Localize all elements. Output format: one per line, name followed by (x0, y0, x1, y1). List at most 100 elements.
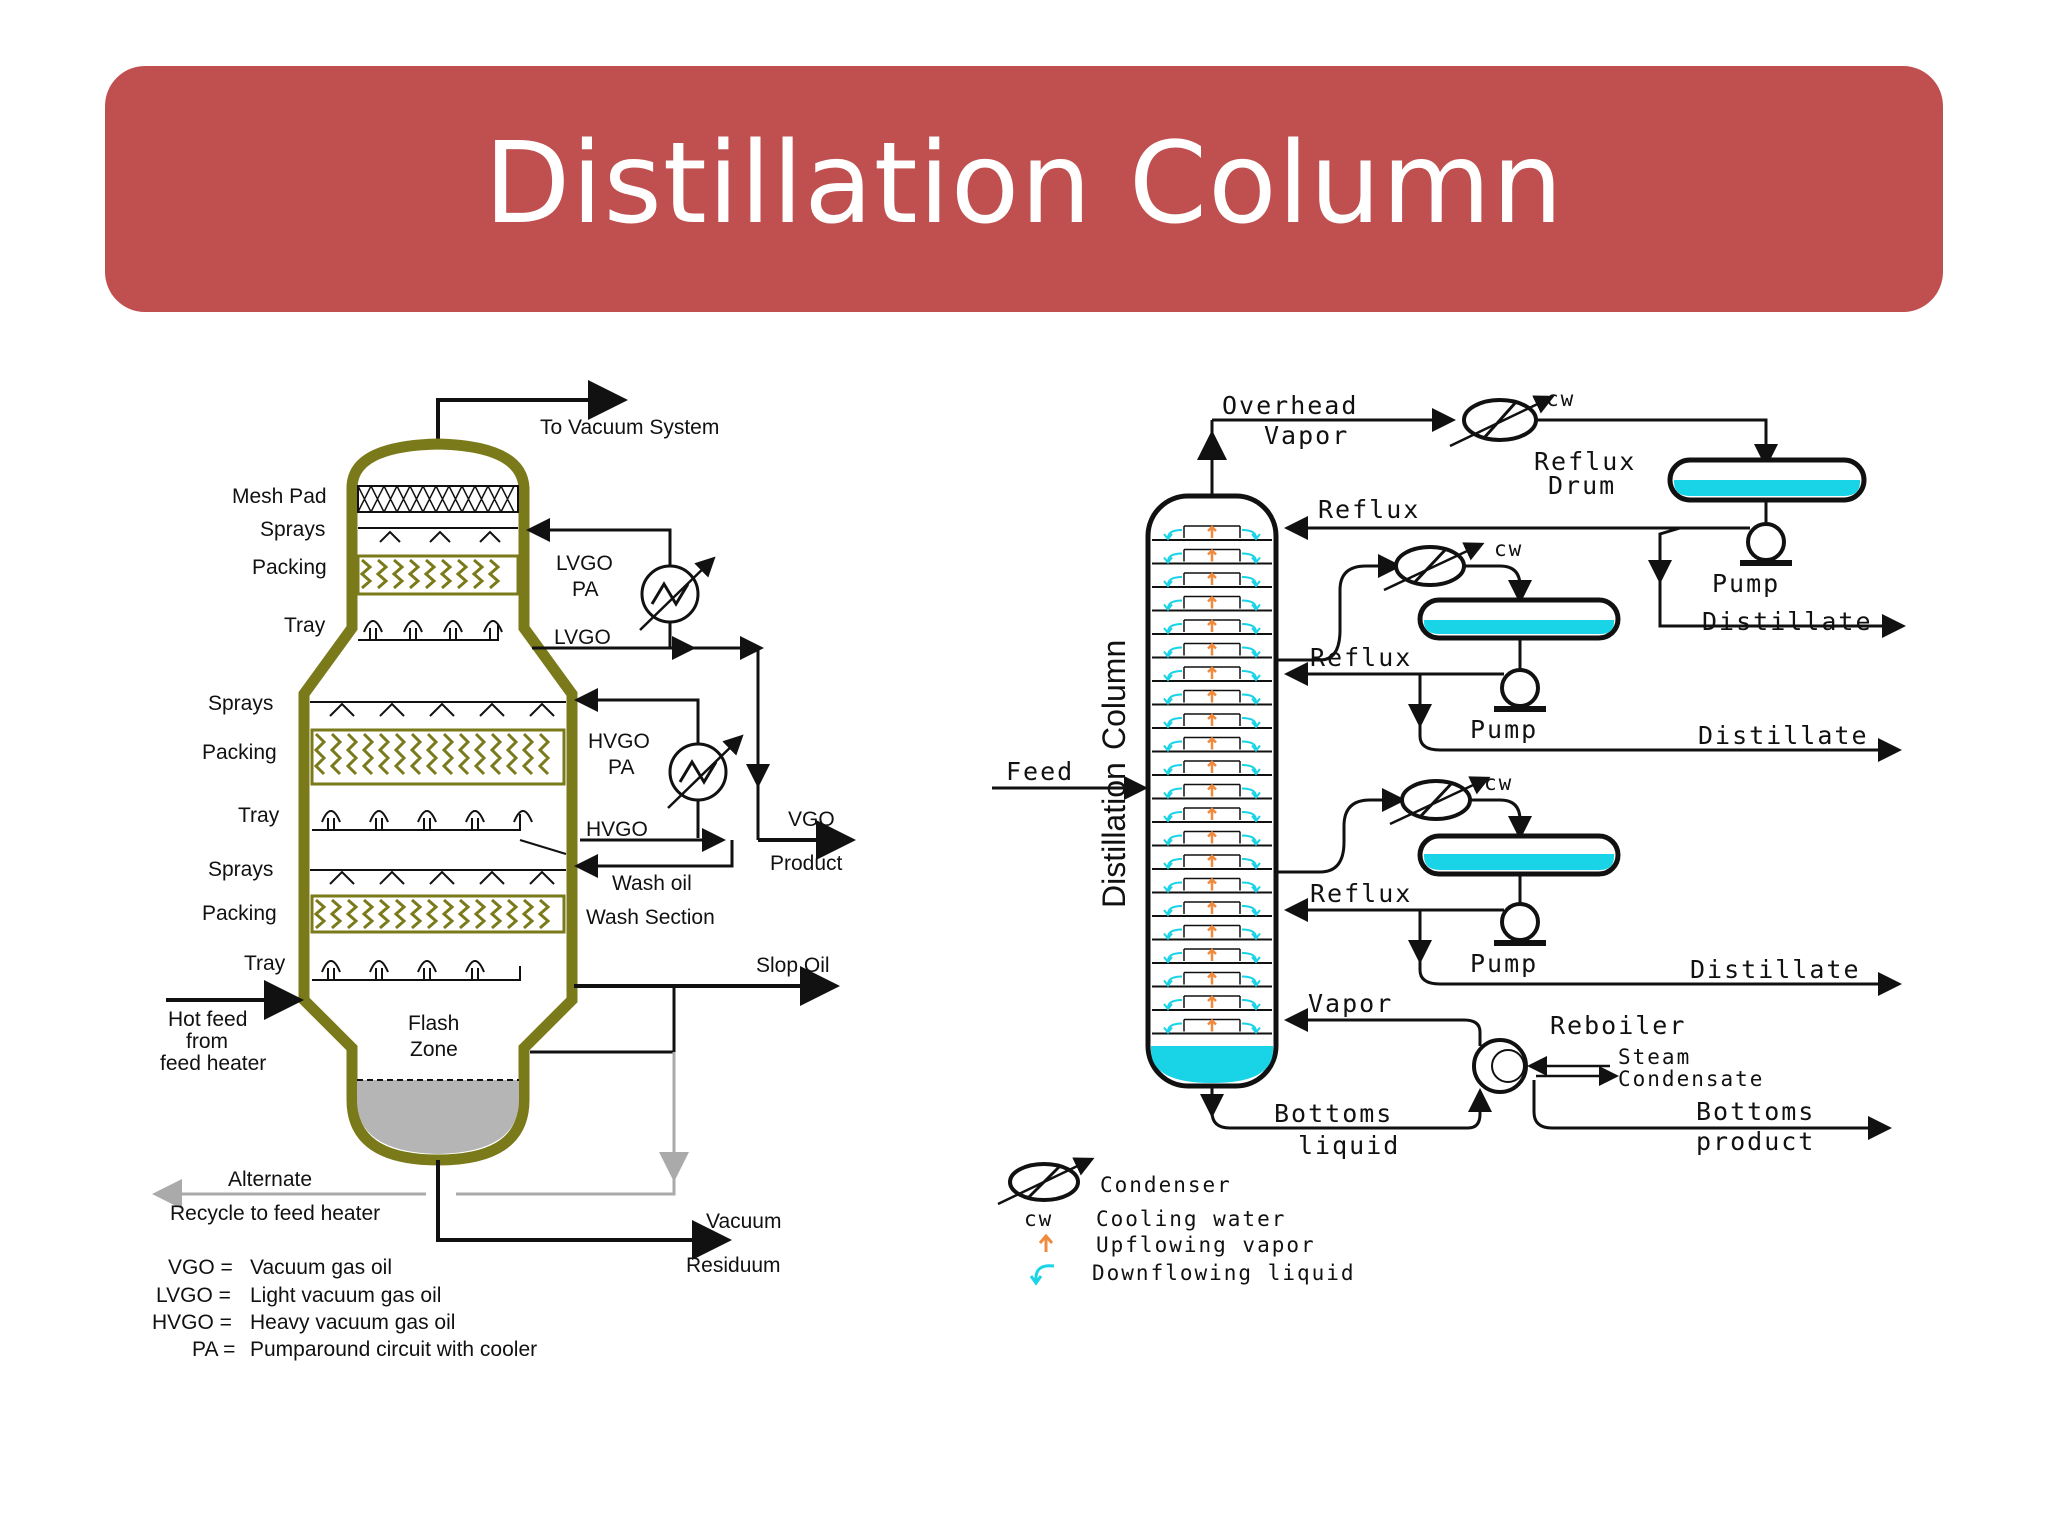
column-trays (1152, 525, 1272, 1035)
upper-tray (358, 624, 499, 641)
legend-condenser-label: Condenser (1100, 1173, 1232, 1197)
column-tray (1152, 619, 1272, 635)
glossary-text: Light vacuum gas oil (250, 1284, 441, 1307)
glossary-text: Pumparound circuit with cooler (250, 1338, 537, 1361)
hot-feed-label: from (186, 1030, 228, 1053)
column-tray (1152, 830, 1272, 847)
column-tray (1152, 971, 1272, 988)
hot-feed-label: Hot feed (168, 1008, 247, 1031)
vacuum-residuum-line (436, 1160, 732, 1260)
cw-label: cw (1494, 537, 1523, 561)
alternate-recycle-line (456, 1052, 676, 1196)
lvgo-pa-label: LVGO (556, 552, 613, 575)
side-draw-line (1276, 554, 1402, 662)
to-vacuum-line (436, 380, 628, 442)
steam-label: Steam (1618, 1045, 1691, 1069)
distillate-label: Distillate (1702, 607, 1873, 636)
flash-zone-label: Flash (408, 1012, 459, 1035)
bottoms-product-label: Bottoms (1696, 1097, 1815, 1126)
tray-label: Tray (238, 804, 280, 827)
pump-icon (1500, 902, 1540, 942)
pump-icon (1746, 522, 1786, 562)
wash-oil-label: Wash oil (612, 872, 692, 895)
legend-downflowing-label: Downflowing liquid (1092, 1261, 1356, 1285)
vacuum-label: Vacuum (706, 1210, 781, 1233)
distillate-label: Distillate (1690, 955, 1861, 984)
hvgo-pa-label: PA (608, 756, 634, 779)
column-tray (1152, 854, 1272, 870)
glossary-abbr: VGO = (168, 1256, 233, 1279)
overhead-vapor-label: Vapor (1264, 421, 1349, 450)
column-tray (1152, 642, 1272, 659)
residuum-label: Residuum (686, 1254, 781, 1277)
hvgo-label: HVGO (586, 818, 648, 841)
upflow-legend-icon (1038, 1233, 1054, 1252)
glossary-text: Heavy vacuum gas oil (250, 1311, 455, 1334)
reflux-label: Reflux (1310, 643, 1412, 672)
bottoms-product-label: product (1696, 1127, 1815, 1156)
slop-oil-label: Slop Oil (756, 954, 830, 977)
cw-label: cw (1484, 771, 1513, 795)
wash-tray (312, 966, 521, 981)
lvgo-label: LVGO (554, 626, 611, 649)
tray-label: Tray (244, 952, 286, 975)
lvgo-pa-label: PA (572, 578, 598, 601)
glossary-text: Vacuum gas oil (250, 1256, 392, 1279)
column-tray (1152, 760, 1272, 776)
legend-upflowing-label: Upflowing vapor (1096, 1233, 1316, 1257)
reboiler-label: Reboiler (1550, 1011, 1686, 1040)
distillate-label: Distillate (1698, 721, 1869, 750)
pump-icon (1500, 668, 1540, 708)
column-tray (1152, 666, 1272, 682)
distillation-column-diagram: Distillation Column Overhead Vapor cw Re… (992, 387, 1906, 1286)
column-tray (1152, 713, 1272, 729)
column-tray (1152, 525, 1272, 541)
column-tray (1152, 924, 1272, 941)
title-banner: Distillation Column (105, 66, 1943, 312)
tray-label: Tray (284, 614, 326, 637)
column-tray (1152, 689, 1272, 706)
glossary: VGO = Vacuum gas oil LVGO = Light vacuum… (152, 1256, 537, 1361)
to-vacuum-label: To Vacuum System (540, 416, 719, 439)
column-tray (1152, 807, 1272, 823)
column-tray (1152, 877, 1272, 894)
flash-zone-label: Zone (410, 1038, 458, 1061)
reflux-drum-label: Drum (1548, 471, 1616, 500)
glossary-abbr: HVGO = (152, 1311, 232, 1334)
distillate-line (1418, 672, 1902, 762)
overhead-vapor-label: Overhead (1222, 391, 1358, 420)
condensate-label: Condensate (1618, 1067, 1764, 1091)
downflow-legend-icon (1029, 1264, 1055, 1286)
sprays-label: Sprays (208, 692, 273, 715)
column-tray (1152, 572, 1272, 588)
column-tray (1152, 783, 1272, 800)
alternate-label: Alternate (228, 1168, 312, 1191)
column-bottom-liquid (1151, 1046, 1273, 1083)
bottoms-liquid-line (1210, 1086, 1492, 1130)
packing-label: Packing (252, 556, 327, 579)
pump-label: Pump (1712, 569, 1780, 598)
reflux-label: Reflux (1318, 495, 1420, 524)
reflux-drum-label: Reflux (1534, 447, 1636, 476)
legend-cooling-water-label: Cooling water (1096, 1207, 1286, 1231)
column-tray (1152, 595, 1272, 612)
middle-tray (312, 814, 521, 831)
column-tray (1152, 1018, 1272, 1035)
legend-cw-abbr: cw (1024, 1207, 1053, 1231)
wash-section-label: Wash Section (586, 906, 715, 929)
legend: Condenser cw Cooling water Upflowing vap… (997, 1157, 1356, 1286)
product-label: Product (770, 852, 843, 875)
sprays-label: Sprays (260, 518, 325, 541)
glossary-abbr: LVGO = (156, 1284, 231, 1307)
vgo-label: VGO (788, 808, 835, 831)
vacuum-column-diagram: To Vacuum System (152, 380, 856, 1361)
reflux-label: Reflux (1310, 879, 1412, 908)
packing-label: Packing (202, 902, 277, 925)
column-tray (1152, 995, 1272, 1011)
column-label: Column (1096, 640, 1132, 750)
side-draw-line (1276, 788, 1406, 874)
vapor-return-line (1284, 1008, 1482, 1046)
bottoms-product-line (1532, 1080, 1892, 1140)
cw-label: cw (1546, 387, 1575, 411)
